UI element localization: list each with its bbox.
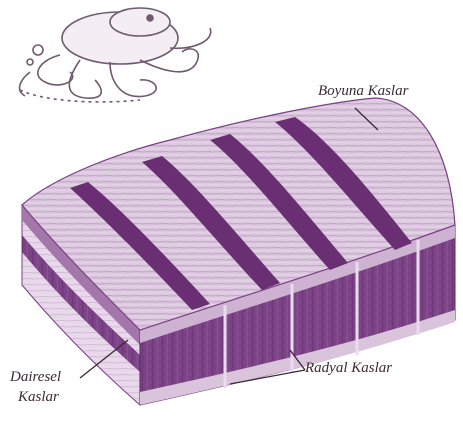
label-radial-muscles: Radyal Kaslar bbox=[305, 360, 392, 377]
label-circular-muscles-line1: Dairesel bbox=[10, 369, 61, 386]
label-longitudinal-muscles: Boyuna Kaslar bbox=[318, 83, 408, 100]
label-circular-muscles-line2: Kaslar bbox=[18, 389, 59, 406]
octopus-illustration bbox=[20, 8, 211, 102]
